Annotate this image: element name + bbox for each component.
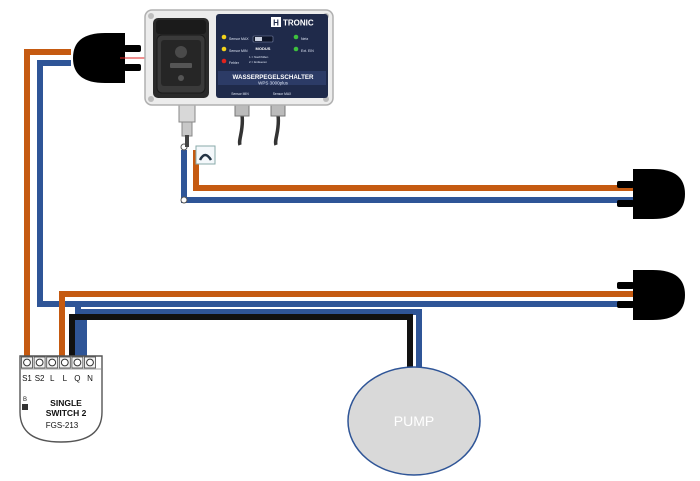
status-left-1: Sensor MIN bbox=[229, 49, 248, 53]
terminal-label: L bbox=[50, 374, 55, 383]
wire-live-plug-left-to-s1 bbox=[24, 49, 71, 358]
sensor-right-label: Sensor MAX bbox=[273, 92, 292, 96]
led-sensor-max bbox=[221, 34, 227, 40]
brand-prefix: H bbox=[273, 19, 279, 28]
water-level-switch: H TRONIC Sensor MAX Sensor MIN Fehler Ne… bbox=[144, 9, 334, 147]
device-title: WASSERPEGELSCHALTER bbox=[232, 74, 314, 81]
terminal-label: S2 bbox=[35, 374, 45, 383]
terminal-screw-icon bbox=[35, 358, 44, 367]
terminal-label: S1 bbox=[22, 374, 32, 383]
wire-neutral-plug-left-to-s2 bbox=[37, 60, 633, 307]
terminal-label: Q bbox=[74, 374, 80, 383]
cable-clip-icon bbox=[195, 145, 216, 165]
module-name-line1: SINGLE bbox=[50, 398, 82, 408]
module-body bbox=[19, 355, 103, 443]
plug-lower-right-icon bbox=[617, 270, 685, 320]
pump-label: PUMP bbox=[394, 413, 434, 429]
led-netz bbox=[293, 34, 299, 40]
modus-label: MODUS bbox=[256, 46, 271, 51]
module-name-line2: SWITCH 2 bbox=[46, 408, 87, 418]
wire-joint-bottom bbox=[180, 196, 188, 204]
modus-option-2: 2 = Entleeren bbox=[249, 60, 267, 64]
terminal-label: L bbox=[63, 374, 68, 383]
wire-switched-q-to-pump bbox=[69, 314, 413, 368]
terminal-screw-icon bbox=[48, 358, 57, 367]
wire-neutral-to-pump bbox=[81, 309, 422, 368]
brand-name: TRONIC bbox=[283, 19, 314, 28]
terminal-screw-icon bbox=[86, 358, 94, 367]
pump-body bbox=[347, 366, 481, 476]
modus-option-1: 1 = Nachfüllen bbox=[249, 55, 269, 59]
wire-live-device-to-plug bbox=[193, 150, 633, 191]
module-model: FGS-213 bbox=[46, 421, 79, 430]
b-button-label: B bbox=[23, 397, 27, 403]
status-left-0: Sensor MAX bbox=[229, 37, 249, 41]
plug-top-left-icon bbox=[73, 33, 141, 83]
wire-live-lower-plug-to-l bbox=[59, 291, 633, 358]
terminal-screw-icon bbox=[60, 358, 69, 367]
pump: PUMP bbox=[347, 366, 481, 476]
led-fehler bbox=[221, 58, 227, 64]
led-sensor-min bbox=[221, 46, 227, 52]
status-left-2: Fehler bbox=[229, 61, 240, 65]
terminal-label: N bbox=[87, 374, 93, 383]
status-right-1: Ext. EIN bbox=[301, 49, 314, 53]
led-ext-ein bbox=[293, 46, 299, 52]
terminal-screw-icon bbox=[73, 358, 82, 367]
device-model: WPS 3000plus bbox=[258, 81, 289, 86]
sensor-cables bbox=[234, 103, 286, 146]
plug-middle-right-icon bbox=[617, 169, 685, 219]
cable-gland bbox=[178, 103, 196, 147]
status-right-0: Netz bbox=[301, 37, 308, 41]
wire-neutral-device-to-plug bbox=[181, 150, 633, 203]
b-button[interactable] bbox=[22, 404, 28, 410]
terminal-screw-icon bbox=[23, 358, 31, 367]
sensor-left-label: Sensor MIN bbox=[231, 92, 249, 96]
terminal-block bbox=[21, 356, 96, 369]
